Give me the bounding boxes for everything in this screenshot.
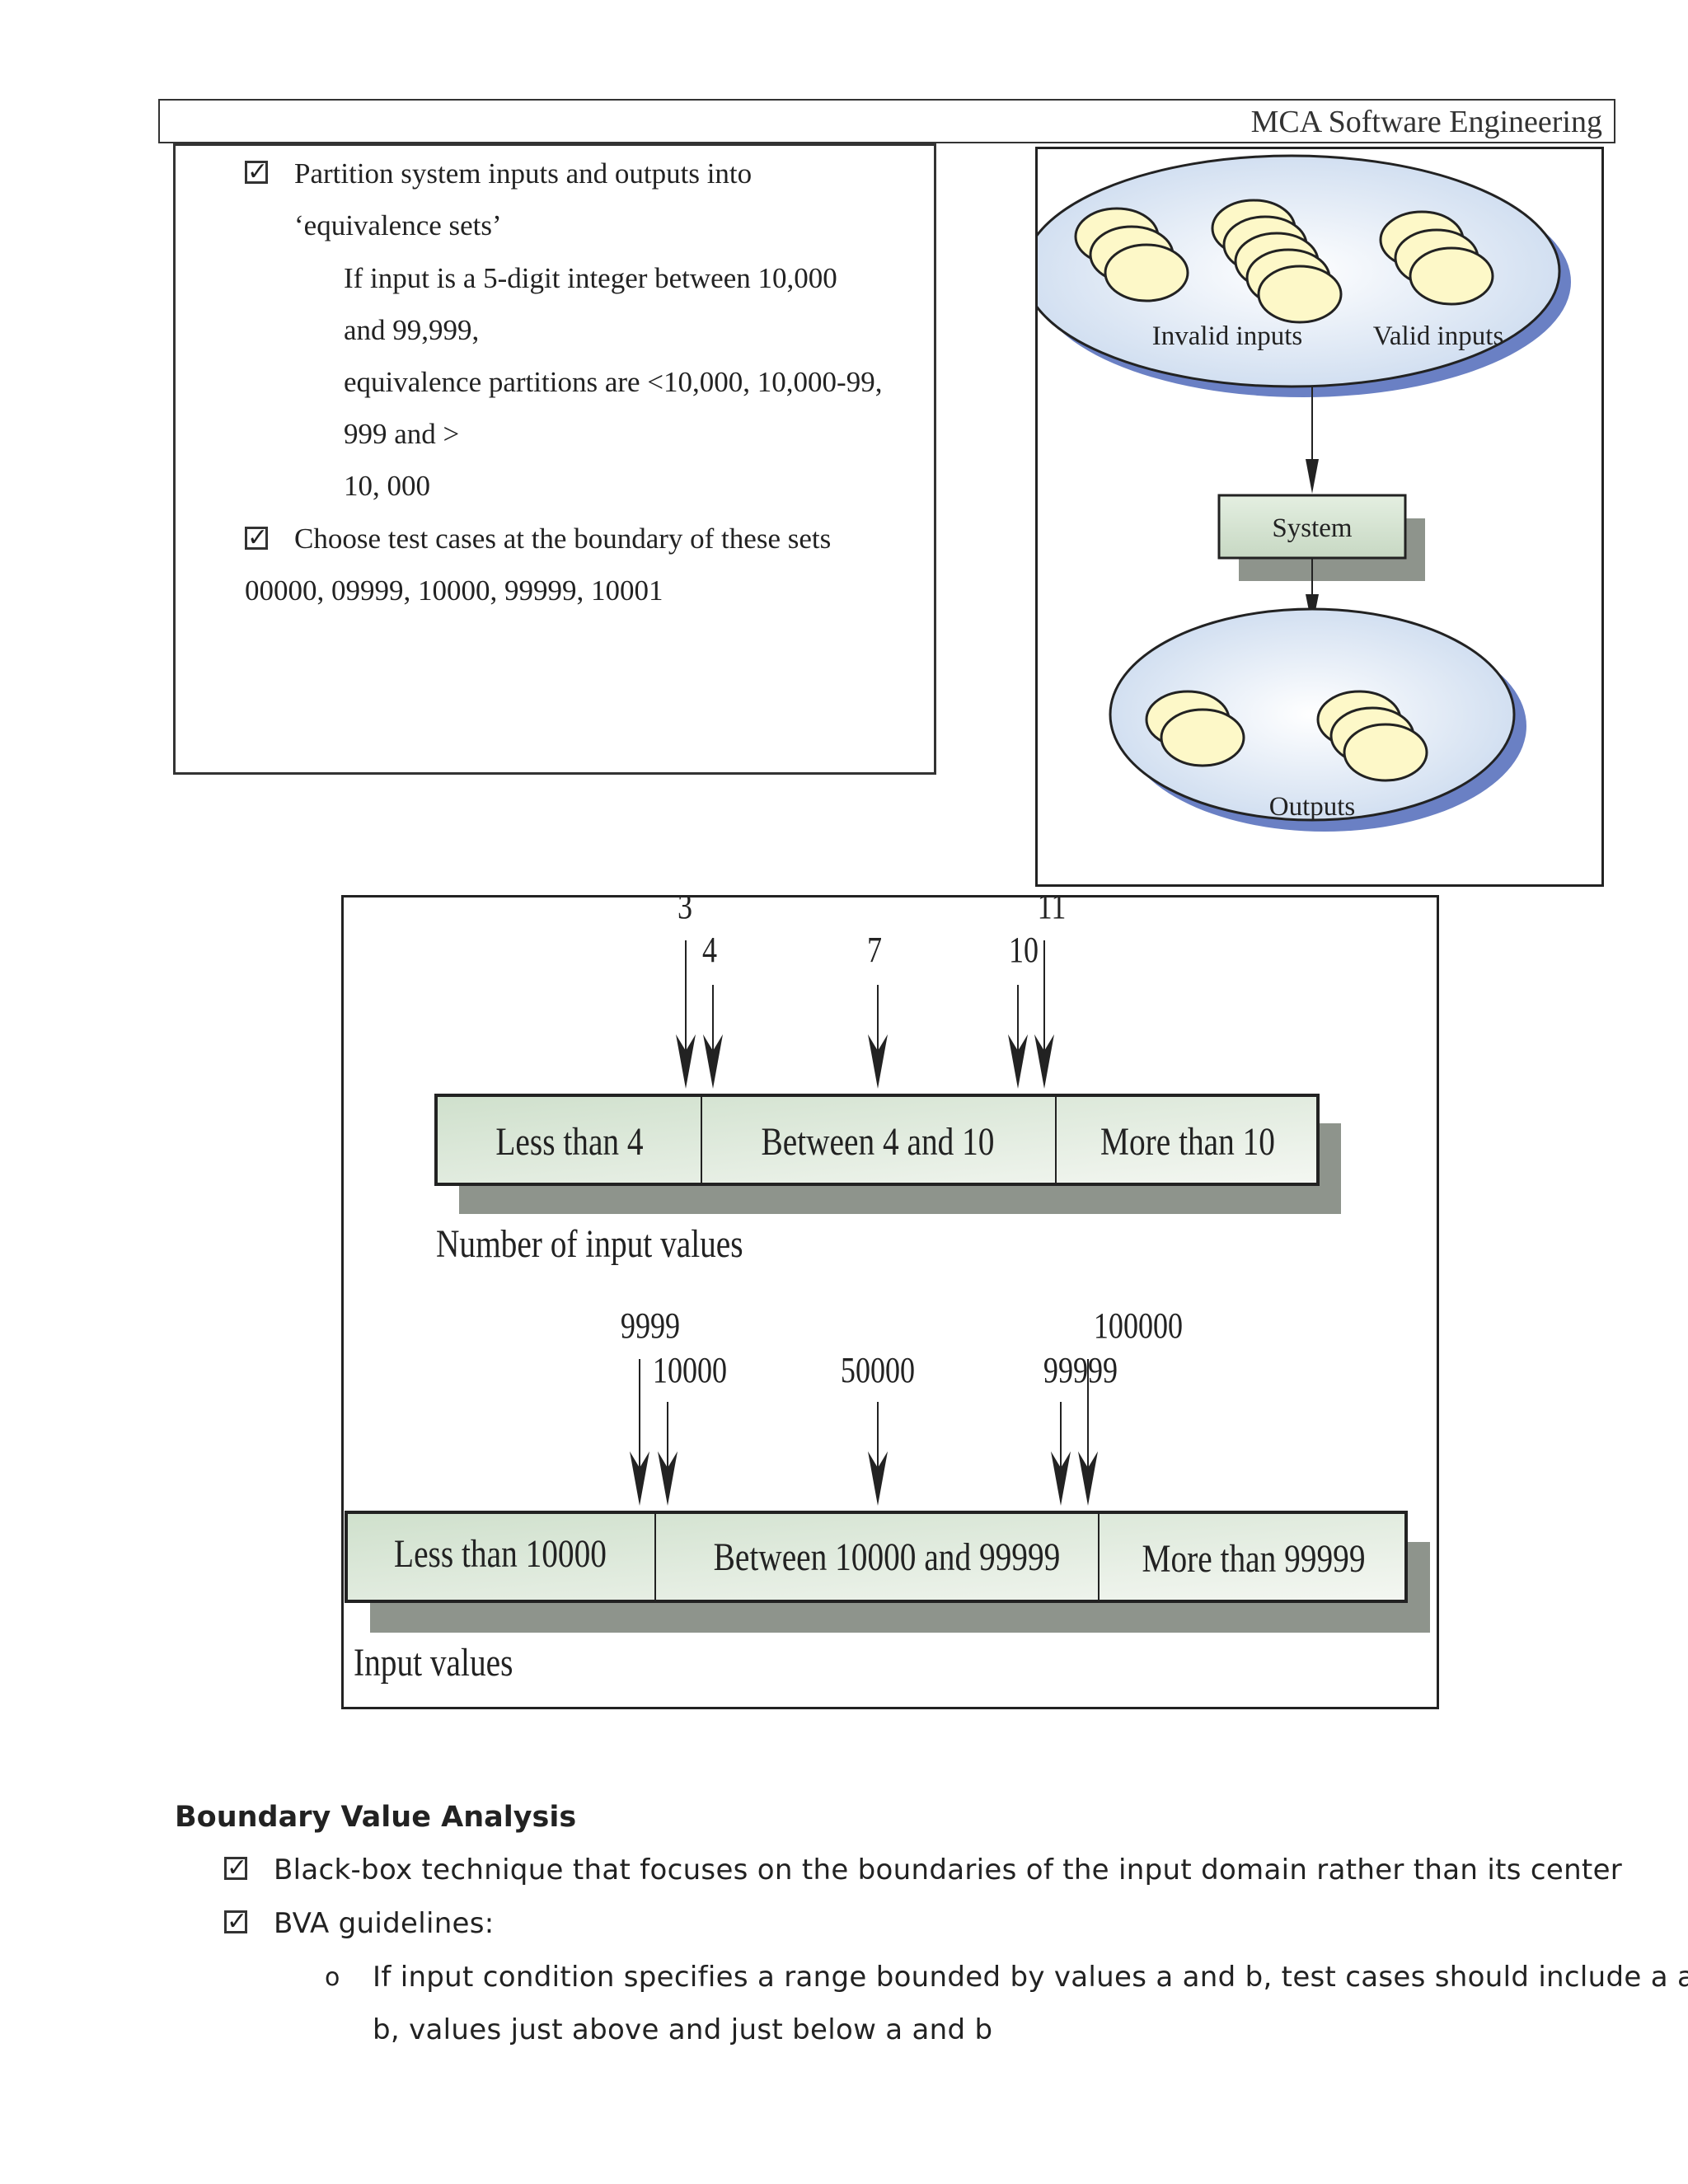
bva-bullet-2: BVA guidelines: xyxy=(274,1907,495,1940)
sub-line-3: equivalence partitions are <10,000, 10,0… xyxy=(344,366,883,398)
valid-inputs-label: Valid inputs xyxy=(1373,321,1504,351)
output-chips-left xyxy=(1145,690,1245,767)
sub-line-1: If input is a 5-digit integer between 10… xyxy=(344,262,837,294)
segment-more-than-99999: More than 99999 xyxy=(1142,1537,1366,1580)
marker-50000: 50000 xyxy=(841,1350,915,1390)
bullet-partition: Partition system inputs and outputs into xyxy=(294,157,753,190)
header-title: MCA Software Engineering xyxy=(1250,105,1602,139)
checkbox-icon: ✓ xyxy=(245,160,268,185)
arrow-head-icon xyxy=(1306,459,1319,494)
boundary-figure-svg: 3 4 7 11 10 Less than 4 Between 4 and 1 xyxy=(345,886,1430,1685)
checkbox-icon: ✓ xyxy=(224,1856,247,1881)
segment-between-10000-99999: Between 10000 and 99999 xyxy=(714,1535,1061,1578)
invalid-inputs-label: Invalid inputs xyxy=(1152,321,1302,351)
segment-less-than-4: Less than 4 xyxy=(495,1120,643,1163)
bullet-partition-cont: ‘equivalence sets’ xyxy=(294,209,502,241)
sub-line-5: 10, 000 xyxy=(344,470,430,502)
marker-11: 11 xyxy=(1038,898,1067,926)
checkbox-icon: ✓ xyxy=(224,1910,247,1934)
valid-input-chips xyxy=(1379,210,1494,306)
marker-10000: 10000 xyxy=(653,1350,727,1390)
top-marker-arrows xyxy=(685,940,1045,1079)
outputs-label: Outputs xyxy=(1269,792,1356,822)
checkbox-icon: ✓ xyxy=(245,526,268,551)
marker-7: 7 xyxy=(867,930,882,970)
partition-diagram: Invalid inputs Valid inputs System Outpu… xyxy=(1022,147,1604,887)
segment-less-than-10000: Less than 10000 xyxy=(394,1532,607,1575)
bva-sub-line-2: b, values just above and just below a an… xyxy=(373,2013,993,2046)
section-title-bva: Boundary Value Analysis xyxy=(175,1801,577,1834)
bva-bullet-1: Black-box technique that focuses on the … xyxy=(274,1854,1623,1886)
output-chips-right xyxy=(1316,690,1428,782)
partition-diagram-svg: Invalid inputs Valid inputs System Outpu… xyxy=(1022,154,1571,832)
marker-4: 4 xyxy=(702,930,717,970)
marker-9999: 9999 xyxy=(621,1305,680,1346)
page-header: MCA Software Engineering xyxy=(158,99,1615,143)
segment-more-than-10: More than 10 xyxy=(1100,1120,1275,1163)
marker-3: 3 xyxy=(678,898,692,926)
caption-input-values: Input values xyxy=(354,1641,513,1684)
caption-number-of-input-values: Number of input values xyxy=(436,1222,743,1265)
bullet-boundary: Choose test cases at the boundary of the… xyxy=(294,523,832,555)
bva-sub-line-1: If input condition specifies a range bou… xyxy=(373,1961,1688,1994)
boundary-figure: 3 4 7 11 10 Less than 4 Between 4 and 1 xyxy=(341,886,1439,1709)
middle-input-chips xyxy=(1211,199,1343,324)
marker-99999: 99999 xyxy=(1043,1350,1118,1390)
marker-10: 10 xyxy=(1009,930,1039,970)
sub-line-2: and 99,999, xyxy=(344,314,480,346)
top-arrow-heads xyxy=(676,1034,1054,1089)
sub-bullet-marker: o xyxy=(325,1963,340,1992)
segment-between-4-10: Between 4 and 10 xyxy=(762,1120,995,1163)
marker-100000: 100000 xyxy=(1094,1305,1183,1346)
invalid-input-chips xyxy=(1074,207,1189,302)
bottom-arrow-heads xyxy=(630,1451,1098,1506)
equivalence-text-box: ✓ Partition system inputs and outputs in… xyxy=(173,143,936,775)
system-label: System xyxy=(1272,513,1353,543)
top-partition-bar xyxy=(434,1094,1320,1186)
sub-line-4: 999 and > xyxy=(344,418,460,450)
test-values: 00000, 09999, 10000, 99999, 10001 xyxy=(245,574,663,607)
bottom-partition-bar xyxy=(345,1511,1408,1603)
